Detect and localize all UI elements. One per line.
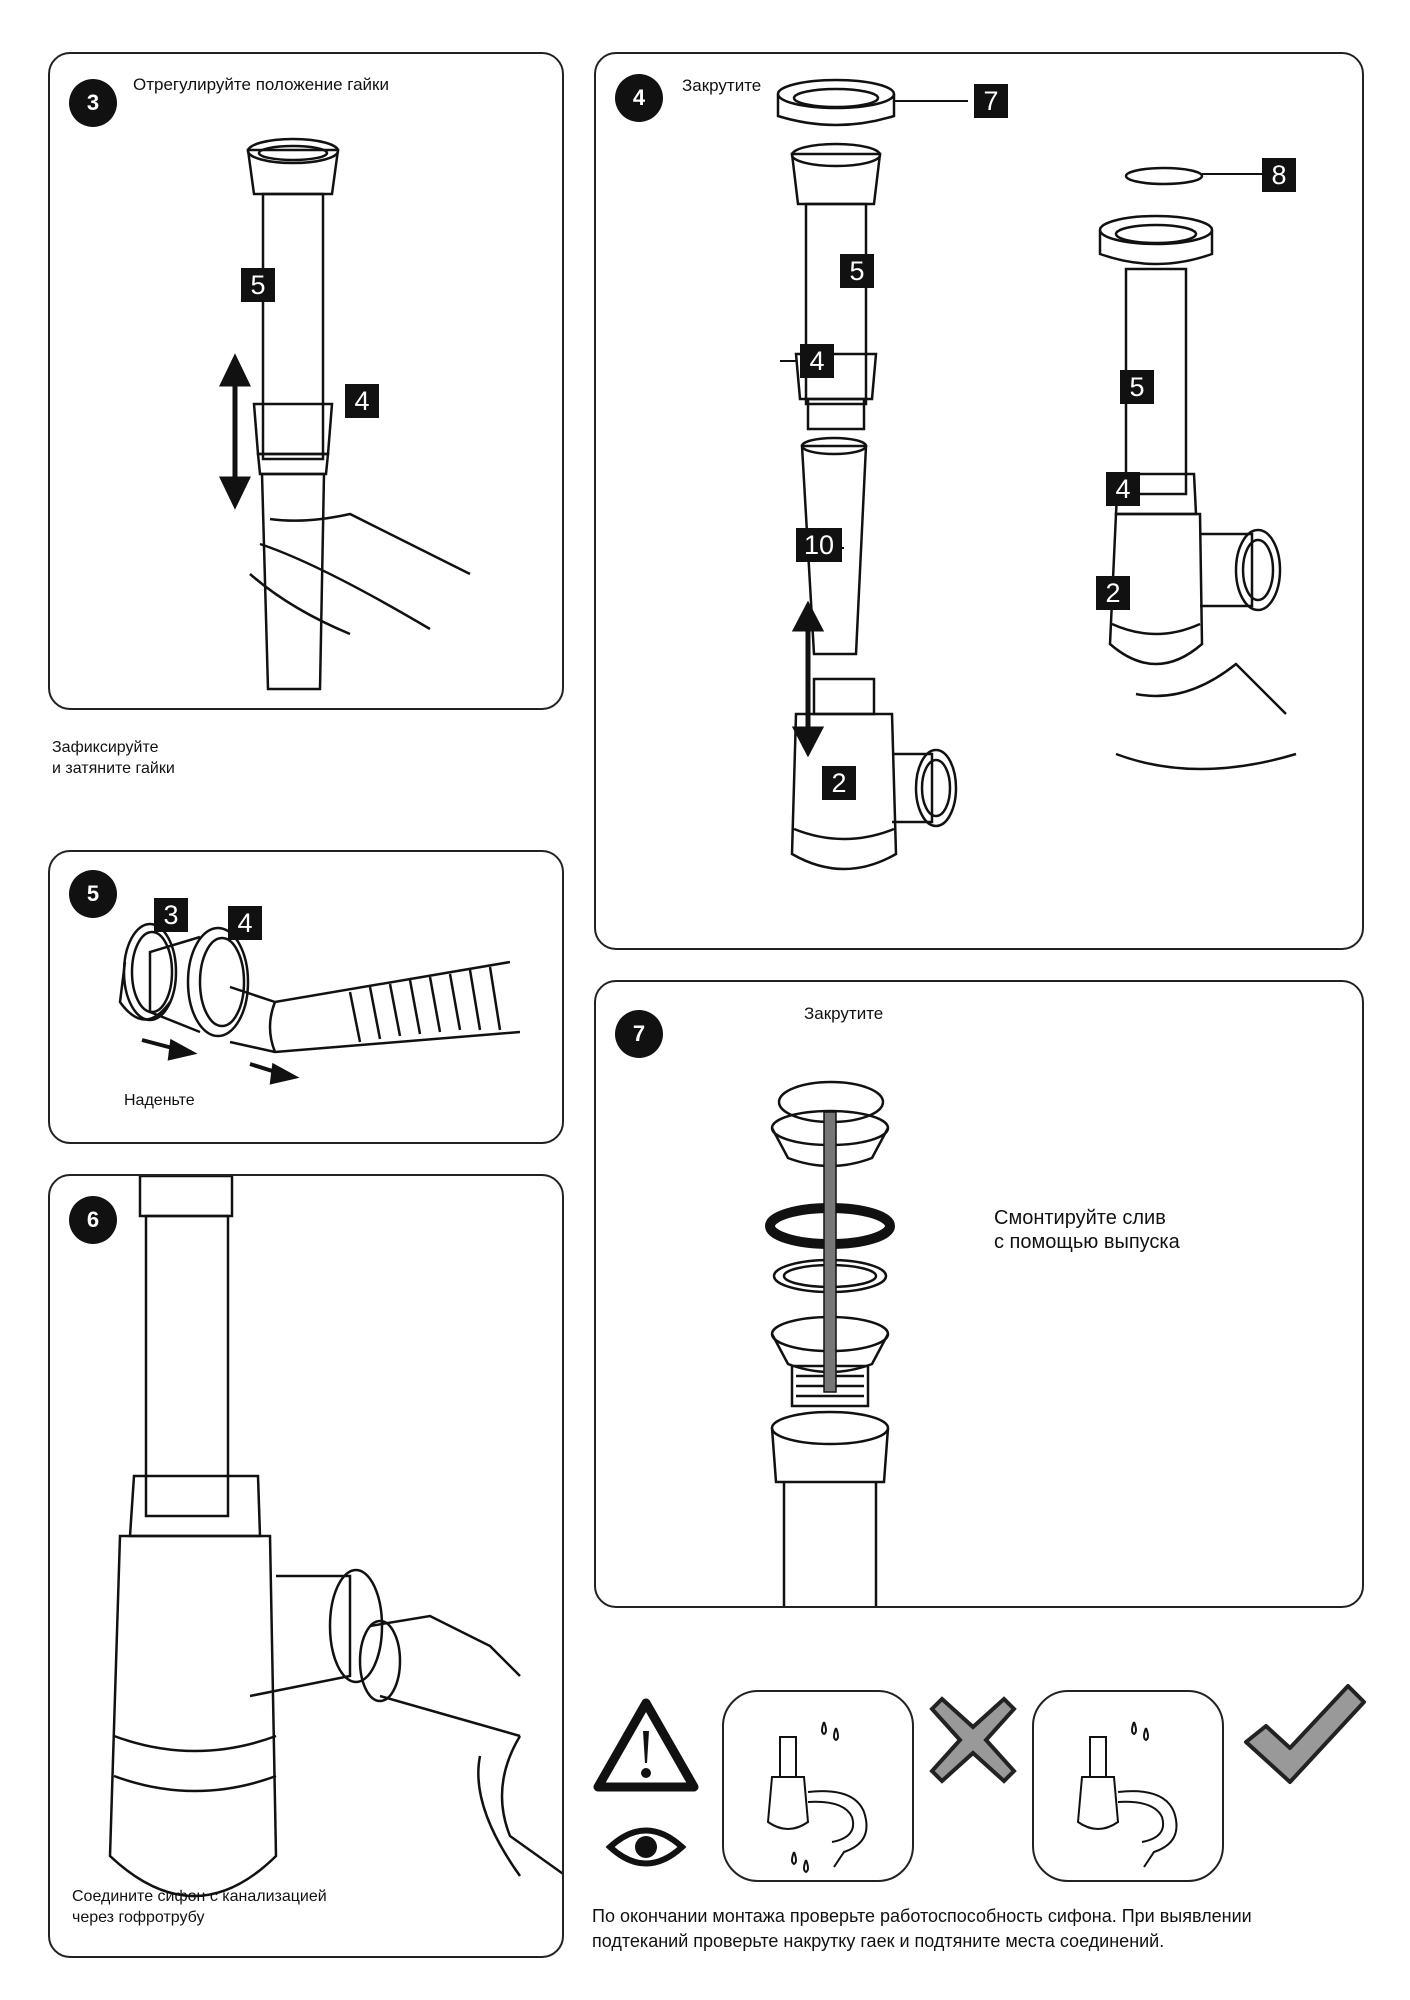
part-label-4: 4 — [800, 344, 834, 378]
step-number: 5 — [69, 870, 117, 918]
caption-fix-line1: Зафиксируйте — [52, 739, 159, 756]
caption-connect-line2: через гофротрубу — [72, 1909, 205, 1926]
part-label-4: 4 — [1106, 472, 1140, 506]
final-check-note-line2: подтеканий проверьте накрутку гаек и под… — [592, 1931, 1165, 1951]
leaking-siphon-card — [722, 1690, 914, 1882]
final-check-note-line1: По окончании монтажа проверьте работоспо… — [592, 1906, 1252, 1926]
working-siphon-icon — [1076, 1721, 1178, 1868]
part-label-4: 4 — [345, 384, 379, 418]
step-number: 6 — [69, 1196, 117, 1244]
pipe-adjust-illustration — [219, 137, 471, 691]
part-label-3: 3 — [154, 898, 188, 932]
warning-triangle-icon — [593, 1698, 699, 1792]
step-title: Отрегулируйте положение гайки — [133, 75, 389, 94]
cross-icon — [929, 1696, 1017, 1784]
part-label-2: 2 — [1096, 576, 1130, 610]
part-label-5: 5 — [241, 268, 275, 302]
caption-connect-line1: Соедините сифон с канализацией — [72, 1888, 327, 1905]
caption-put-on: Наденьте — [124, 1092, 195, 1109]
panel-step-6: 6 Соедините сифон с канализацией через г… — [48, 1174, 564, 1958]
part-label-4: 4 — [228, 906, 262, 940]
part-label-2: 2 — [822, 766, 856, 800]
drain-assembly-illustration — [765, 1080, 895, 1606]
step-number: 7 — [615, 1010, 663, 1058]
step-title: Закрутите — [682, 76, 762, 95]
siphon-assembly-illustration — [776, 78, 1297, 871]
caption-fix-line2: и затяните гайки — [52, 760, 175, 777]
eye-icon — [605, 1827, 687, 1867]
step-number: 4 — [615, 74, 663, 122]
siphon-connection-illustration — [108, 1176, 562, 1898]
panel-step-5: 5 3 4 Наденьте — [48, 850, 564, 1144]
drain-instruction-line2: с помощью выпуска — [994, 1231, 1180, 1253]
part-label-7: 7 — [974, 84, 1008, 118]
step-number: 3 — [69, 79, 117, 127]
panel-step-4: 4 Закрутите 7 8 5 4 10 2 5 4 2 — [594, 52, 1364, 950]
step-title: Закрутите — [804, 1004, 884, 1023]
part-label-5: 5 — [1120, 370, 1154, 404]
panel-step-7: 7 Закрутите Смонтируйте слив с помощью в… — [594, 980, 1364, 1608]
leaking-siphon-icon — [766, 1721, 868, 1874]
check-icon — [1244, 1684, 1366, 1784]
panel-step-3: 3 Отрегулируйте положение гайки 5 4 — [48, 52, 564, 710]
part-label-8: 8 — [1262, 158, 1296, 192]
part-label-5: 5 — [840, 254, 874, 288]
corrugated-pipe-illustration — [118, 922, 521, 1085]
working-siphon-card — [1032, 1690, 1224, 1882]
part-label-10: 10 — [796, 528, 842, 562]
drain-instruction-line1: Смонтируйте слив — [994, 1207, 1166, 1229]
